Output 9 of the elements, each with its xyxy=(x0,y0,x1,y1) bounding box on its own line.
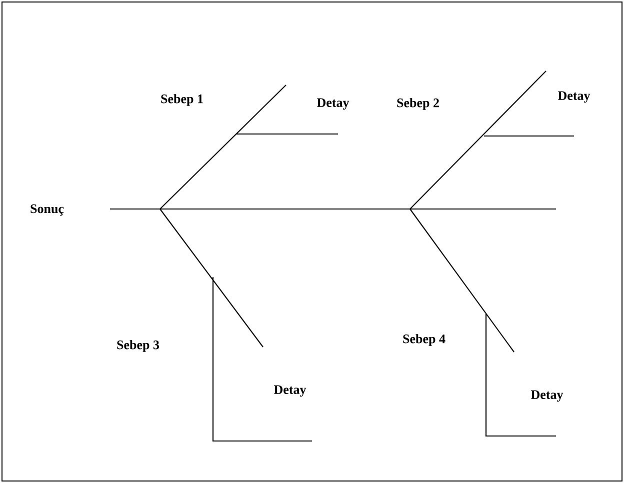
cause-label: Sebep 3 xyxy=(117,340,160,352)
effect-label: Sonuç xyxy=(30,204,64,216)
detail-label: Detay xyxy=(531,390,564,402)
detail-label: Detay xyxy=(274,385,306,397)
cause-label: Sebep 2 xyxy=(397,98,439,110)
detail-label: Detay xyxy=(558,91,590,103)
cause-label: Sebep 1 xyxy=(161,94,203,106)
detail-label: Detay xyxy=(317,98,350,110)
cause-label: Sebep 4 xyxy=(403,334,446,346)
